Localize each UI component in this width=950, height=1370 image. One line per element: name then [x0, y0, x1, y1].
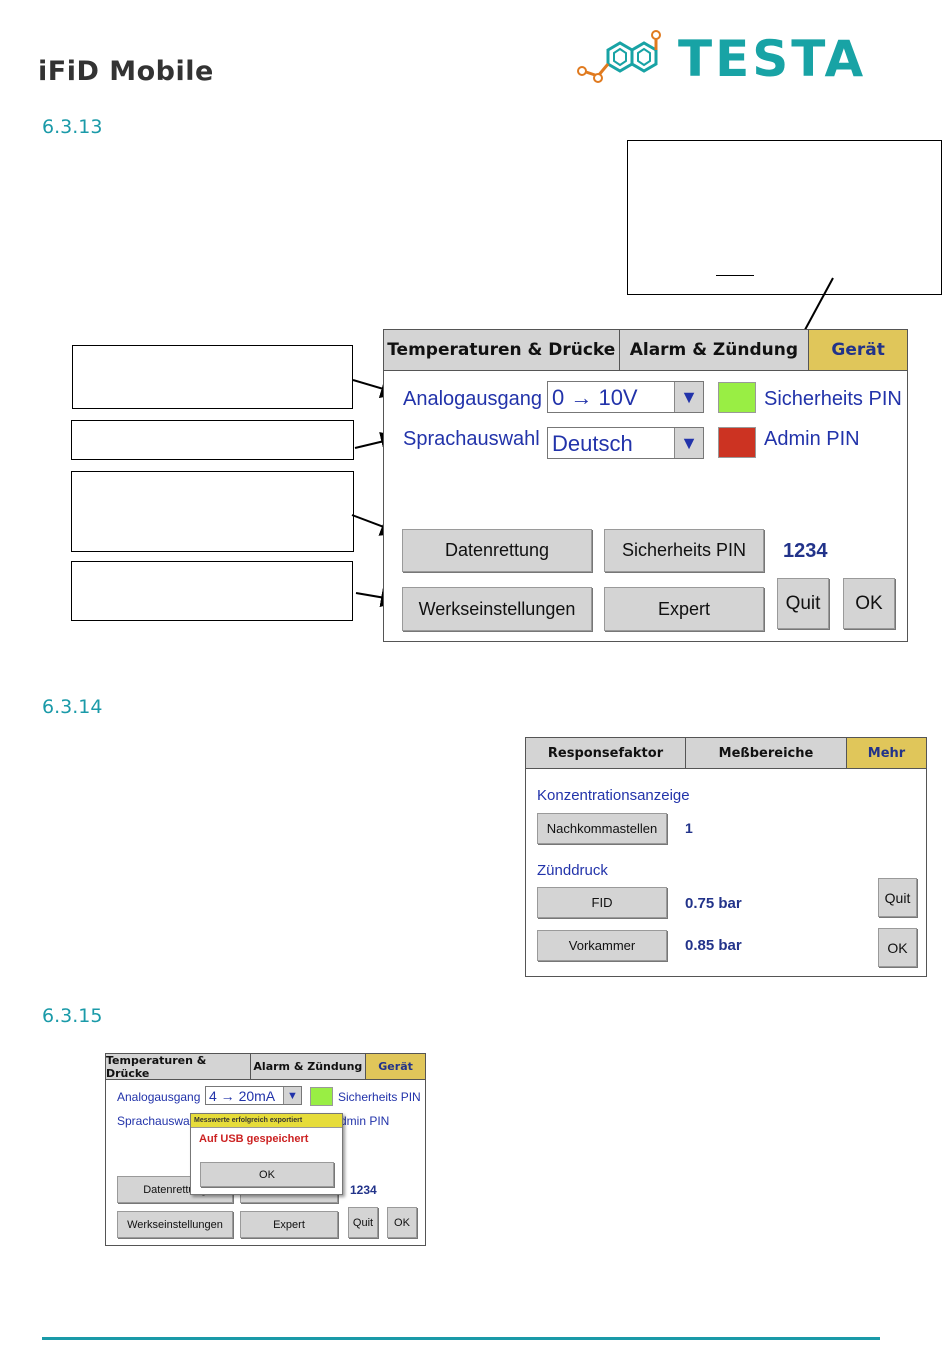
callout-box-language [71, 420, 354, 460]
chevron-down-icon[interactable]: ▼ [674, 382, 703, 412]
dialog-message: Auf USB gespeichert [199, 1133, 309, 1145]
chevron-down-icon[interactable]: ▼ [674, 428, 703, 458]
analog-output-label: Analogausgang [117, 1090, 201, 1104]
concentration-display-heading: Konzentrationsanzeige [537, 787, 690, 804]
security-pin-status-indicator [310, 1087, 333, 1106]
security-pin-label: Sicherheits PIN [338, 1090, 421, 1104]
factory-settings-button[interactable]: Werkseinstellungen [402, 587, 592, 631]
analog-output-value: 0 → 10V [552, 385, 638, 410]
fid-pressure-value: 0.75 bar [685, 895, 742, 912]
section-number-6-3-14: 6.3.14 [42, 696, 103, 718]
tab-device[interactable]: Gerät [809, 330, 907, 370]
callout-box-factory [71, 561, 353, 621]
tab-temperatures[interactable]: Temperaturen & Drücke [384, 330, 620, 370]
data-rescue-button[interactable]: Datenrettung [402, 529, 592, 572]
brand-logo: iFiD Mobile [38, 56, 214, 87]
language-label: Sprachauswahl [403, 428, 540, 450]
admin-pin-label: Admin PIN [764, 428, 860, 450]
language-label: Sprachauswahl [117, 1114, 200, 1128]
decimals-button[interactable]: Nachkommastellen [537, 813, 667, 844]
more-settings-panel: Responsefaktor Meßbereiche Mehr Konzentr… [525, 737, 927, 977]
prechamber-button[interactable]: Vorkammer [537, 930, 667, 961]
tab-alarm[interactable]: Alarm & Zündung [619, 330, 810, 370]
security-pin-button[interactable]: Sicherheits PIN [604, 529, 764, 572]
pin-value: 1234 [350, 1183, 377, 1197]
tab-bar: Temperaturen & Drücke Alarm & Zündung Ge… [106, 1054, 425, 1080]
tab-device[interactable]: Gerät [366, 1054, 425, 1079]
security-pin-status-indicator [718, 382, 756, 413]
callout-underline [716, 275, 754, 276]
admin-pin-label: Admin PIN [332, 1114, 390, 1128]
prechamber-pressure-value: 0.85 bar [685, 937, 742, 954]
company-wordmark: TESTA [678, 30, 867, 88]
dialog-ok-button[interactable]: OK [200, 1162, 334, 1187]
callout-box-data-rescue [71, 471, 354, 552]
section-number-6-3-13: 6.3.13 [42, 116, 103, 138]
ok-button[interactable]: OK [843, 578, 895, 629]
tab-bar: Temperaturen & Drücke Alarm & Zündung Ge… [384, 330, 907, 371]
tab-measuring-ranges[interactable]: Meßbereiche [686, 738, 847, 768]
ok-button[interactable]: OK [878, 928, 917, 967]
tab-temperatures[interactable]: Temperaturen & Drücke [106, 1054, 251, 1080]
analog-output-label: Analogausgang [403, 388, 543, 410]
expert-button[interactable]: Expert [604, 587, 764, 631]
tab-alarm[interactable]: Alarm & Zündung [250, 1054, 367, 1079]
quit-button[interactable]: Quit [878, 878, 917, 917]
export-success-dialog: Messwerte erfolgreich exportiert Auf USB… [190, 1113, 343, 1195]
language-select[interactable]: Deutsch ▼ [547, 427, 704, 459]
ignition-pressure-heading: Zünddruck [537, 862, 608, 879]
expert-button[interactable]: Expert [240, 1211, 338, 1238]
footer-divider [42, 1337, 880, 1340]
molecule-logo-icon [577, 30, 661, 83]
factory-settings-button[interactable]: Werkseinstellungen [117, 1211, 233, 1238]
quit-button[interactable]: Quit [777, 578, 829, 629]
language-value: Deutsch [552, 431, 633, 456]
tab-bar: Responsefaktor Meßbereiche Mehr [526, 738, 926, 769]
decimals-value: 1 [685, 820, 693, 836]
analog-output-select[interactable]: 0 → 10V ▼ [547, 381, 704, 413]
tab-response-factor[interactable]: Responsefaktor [526, 738, 686, 768]
ok-button[interactable]: OK [387, 1207, 417, 1238]
export-panel: Temperaturen & Drücke Alarm & Zündung Ge… [105, 1053, 426, 1246]
chevron-down-icon[interactable]: ▼ [283, 1087, 301, 1104]
dialog-title: Messwerte erfolgreich exportiert [191, 1114, 342, 1128]
analog-output-value: 4 → 20mA [209, 1088, 276, 1104]
security-pin-label: Sicherheits PIN [764, 388, 902, 410]
pin-value: 1234 [783, 540, 828, 562]
admin-pin-status-indicator [718, 427, 756, 458]
device-settings-panel: Temperaturen & Drücke Alarm & Zündung Ge… [383, 329, 908, 642]
tab-more[interactable]: Mehr [847, 738, 926, 768]
section-number-6-3-15: 6.3.15 [42, 1005, 103, 1027]
analog-output-select[interactable]: 4 → 20mA ▼ [205, 1086, 302, 1105]
callout-box-analog [72, 345, 353, 409]
callout-box-top-right [627, 140, 942, 295]
fid-button[interactable]: FID [537, 887, 667, 918]
quit-button[interactable]: Quit [348, 1207, 378, 1238]
